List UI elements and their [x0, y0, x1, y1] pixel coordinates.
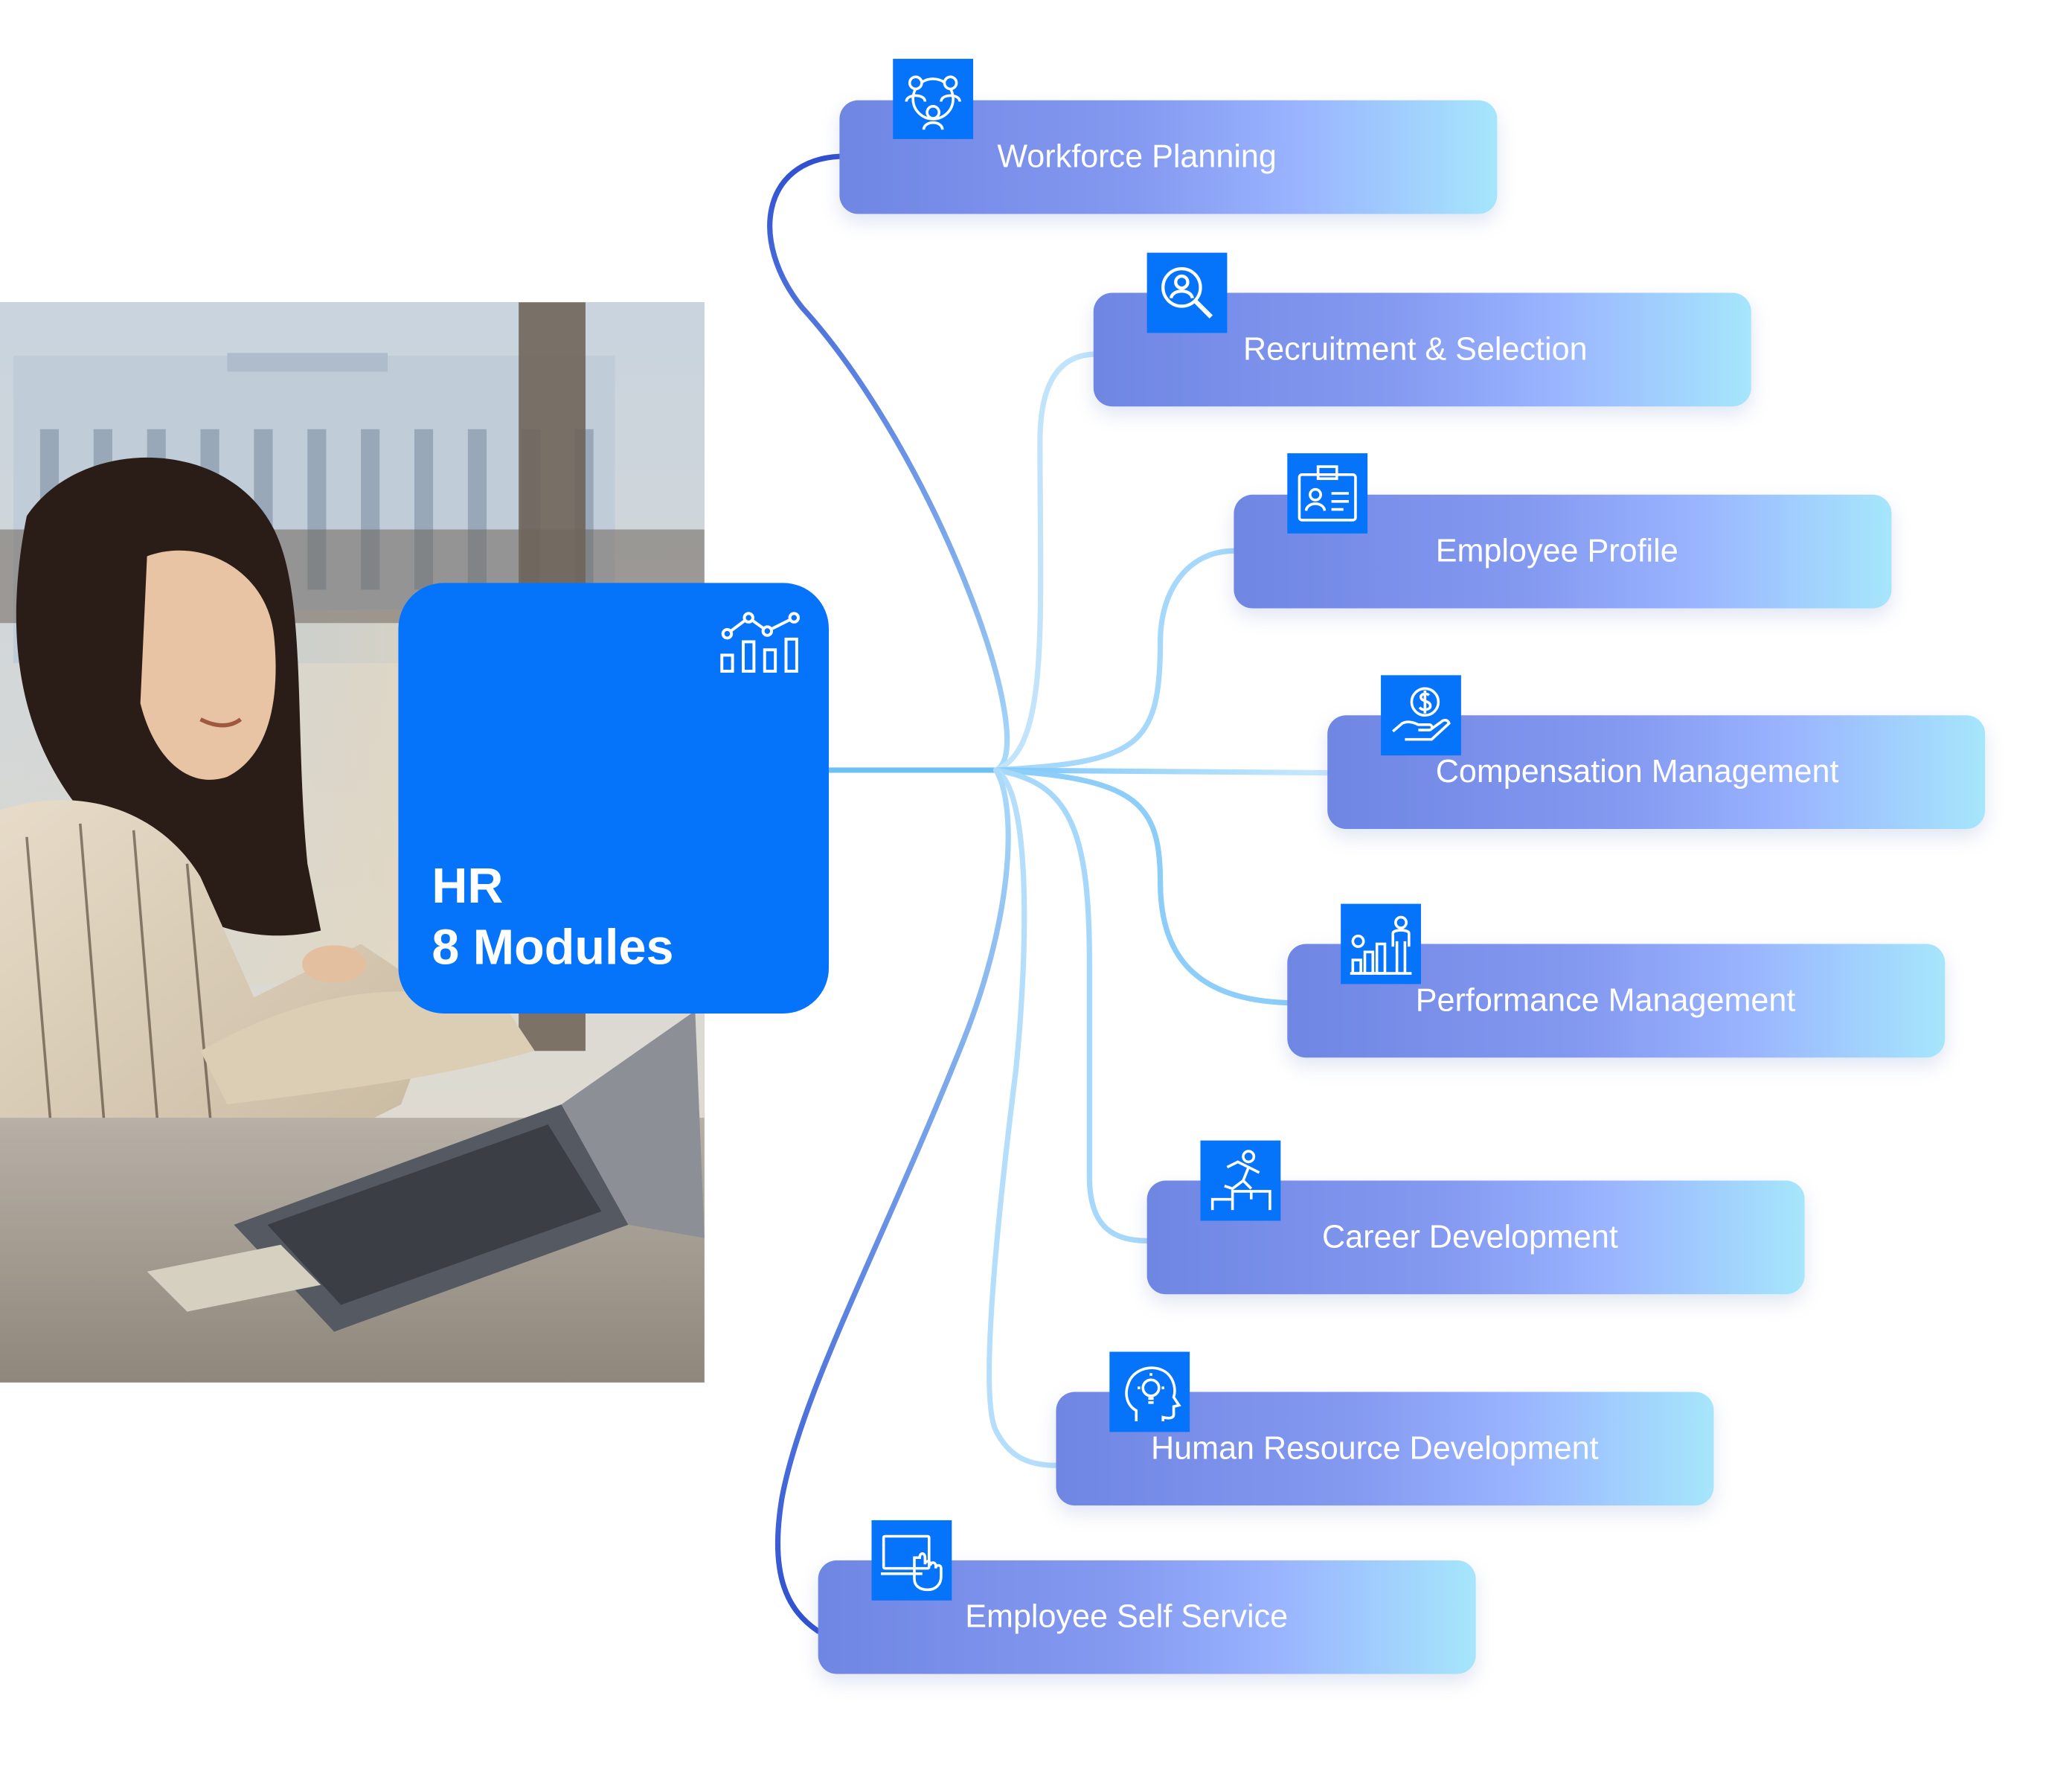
- module-label: Employee Profile: [1435, 533, 1678, 570]
- module-label: Recruitment & Selection: [1242, 331, 1588, 368]
- module-recruitment-selection[interactable]: Recruitment & Selection: [1093, 292, 1751, 407]
- module-label: Workforce Planning: [997, 138, 1277, 176]
- connector-career: [993, 767, 1150, 1243]
- id-card-icon: [1298, 465, 1357, 522]
- hub-title-line-2: 8 Modules: [432, 920, 674, 975]
- connector-compensation: [993, 767, 1330, 776]
- hub-title-line-1: HR: [432, 858, 504, 914]
- money-hand-icon: [1392, 687, 1451, 741]
- hub-title: HR 8 Modules: [432, 856, 673, 979]
- growth-person-icon: [1350, 915, 1412, 975]
- head-lightbulb-icon: [1125, 1366, 1181, 1421]
- connector-hr-development: [987, 767, 1059, 1468]
- analytics-chart-icon: [720, 612, 801, 673]
- climbing-stairs-icon: [1210, 1150, 1271, 1211]
- connector-performance: [993, 767, 1290, 1006]
- hr-hub-card: HR 8 Modules: [398, 583, 829, 1014]
- team-network-icon: [905, 75, 961, 130]
- module-label: Employee Self Service: [965, 1598, 1289, 1636]
- module-label: Career Development: [1322, 1219, 1618, 1256]
- connector-recruitment: [993, 351, 1097, 773]
- money-hand-icon-tile: [1381, 675, 1461, 756]
- module-label: Performance Management: [1415, 982, 1796, 1019]
- search-person-icon-tile: [1146, 252, 1228, 333]
- search-person-icon: [1161, 266, 1213, 318]
- id-card-icon-tile: [1287, 453, 1368, 534]
- computer-click-icon-tile: [871, 1520, 952, 1601]
- computer-click-icon: [881, 1534, 943, 1592]
- module-label: Human Resource Development: [1151, 1430, 1599, 1467]
- team-network-icon-tile: [893, 59, 974, 139]
- connector-employee-profile: [993, 548, 1237, 773]
- growth-person-icon-tile: [1341, 903, 1421, 984]
- head-lightbulb-icon-tile: [1109, 1351, 1190, 1432]
- climbing-stairs-icon-tile: [1200, 1140, 1281, 1221]
- module-label: Compensation Management: [1435, 754, 1839, 790]
